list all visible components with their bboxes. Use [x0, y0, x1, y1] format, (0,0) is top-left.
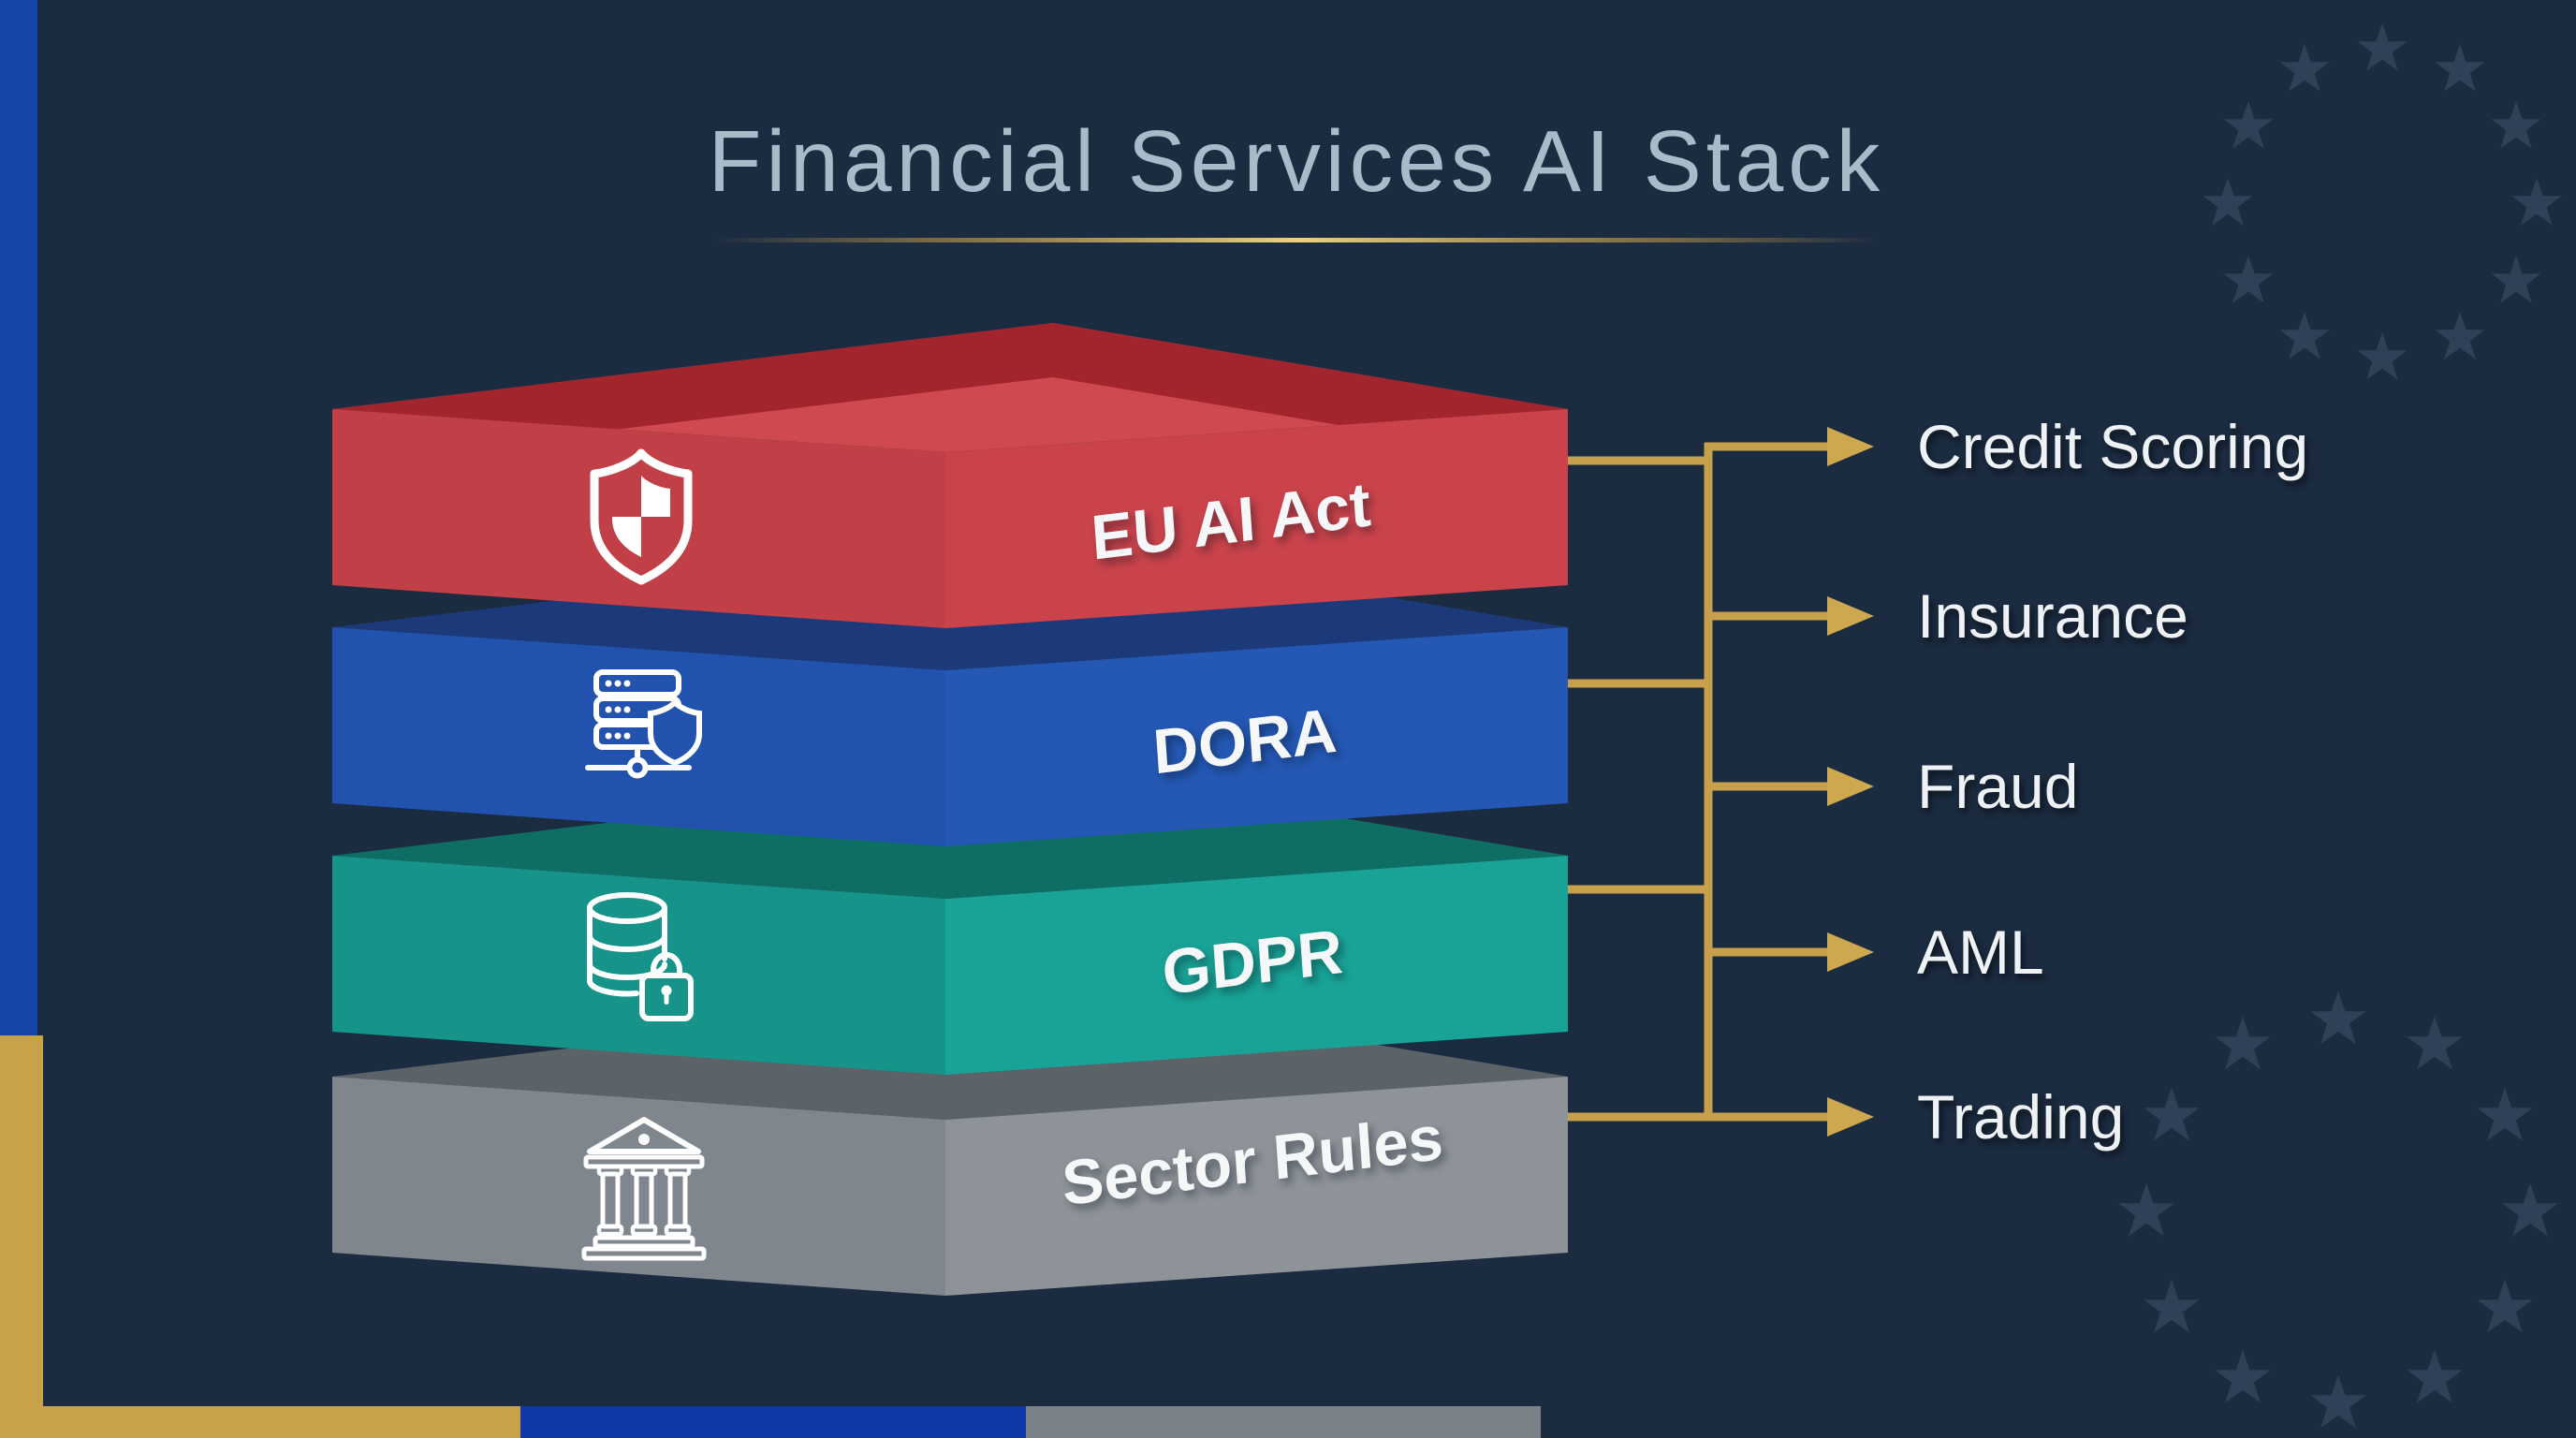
- connector-arrowheads: [1827, 427, 1874, 1137]
- sector-label-aml: AML: [1917, 917, 2044, 987]
- layer-left-face: [332, 856, 945, 1075]
- layer-top-face-shade: [332, 323, 1568, 452]
- arrow-right-icon: [1827, 932, 1874, 972]
- title-underline: [714, 238, 1880, 242]
- left-edge-gold-block: [0, 1035, 43, 1438]
- layer-right-face: [945, 409, 1568, 628]
- arrow-right-icon: [1827, 1097, 1874, 1137]
- bottom-strip-gray: [1026, 1406, 1541, 1438]
- sector-label-fraud: Fraud: [1917, 752, 2078, 821]
- bank-icon: [581, 1117, 707, 1261]
- database-lock-icon: [587, 892, 694, 1021]
- server-shield-icon: [585, 669, 702, 779]
- bottom-strip-gold: [0, 1406, 520, 1438]
- arrow-right-icon: [1827, 427, 1874, 466]
- bottom-strip-blue: [520, 1406, 1026, 1438]
- sector-label-trading: Trading: [1917, 1082, 2124, 1152]
- sector-label-credit-scoring: Credit Scoring: [1917, 412, 2308, 481]
- shield-check-icon: [590, 448, 693, 585]
- left-edge-blue-bar: [0, 0, 37, 1035]
- layer-left-face: [332, 627, 945, 846]
- layer-right-face: [945, 1077, 1568, 1296]
- layer-eu-ai-act: EU AI Act: [332, 323, 1568, 628]
- arrow-right-icon: [1827, 596, 1874, 636]
- arrow-right-icon: [1827, 767, 1874, 806]
- sector-labels: Credit Scoring Insurance Fraud AML Tradi…: [1917, 412, 2308, 1152]
- sector-label-insurance: Insurance: [1917, 581, 2188, 651]
- layer-right-face: [945, 856, 1568, 1075]
- page-title: Financial Services AI Stack: [709, 112, 1885, 210]
- layer-right-face: [945, 627, 1568, 846]
